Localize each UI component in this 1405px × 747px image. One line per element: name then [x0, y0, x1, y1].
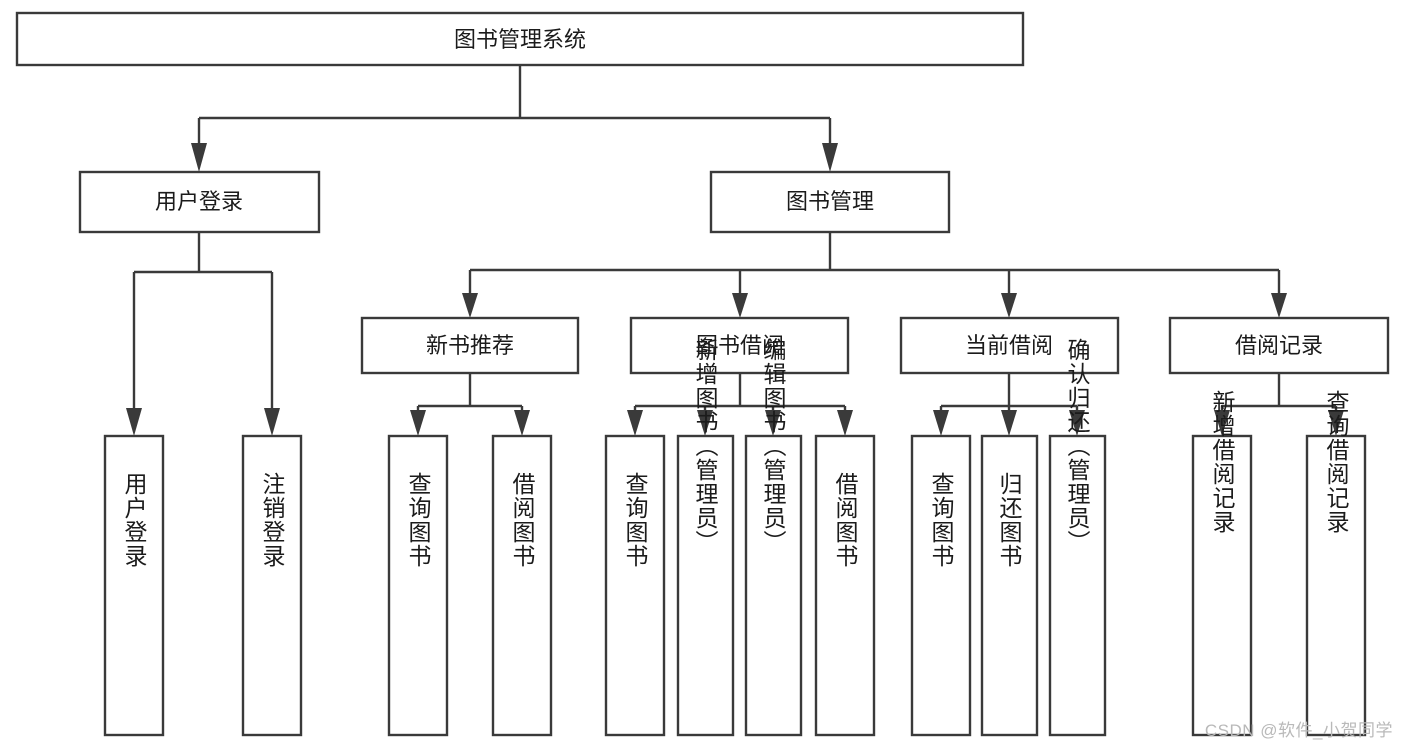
node-leaf-query-borrow-record[interactable]: 查询借阅记录	[1305, 390, 1367, 737]
node-book-borrow-box[interactable]	[629, 316, 850, 375]
arrowhead-leaf-borrow-book-1	[514, 410, 530, 436]
arrowhead-leaf-query-borrow-record	[1328, 410, 1344, 436]
arrowhead-leaf-add-borrow-record	[1214, 410, 1230, 436]
node-leaf-user-login-box[interactable]	[103, 434, 165, 737]
node-current-borrow-box[interactable]	[899, 316, 1120, 375]
node-leaf-confirm-return-admin-box[interactable]	[1048, 434, 1107, 737]
node-book-manage-box[interactable]	[709, 170, 951, 234]
arrowhead-leaf-borrow-book-2	[837, 410, 853, 436]
arrowhead-leaf-add-book-admin	[697, 410, 713, 436]
connector-layer	[126, 65, 1344, 436]
arrowhead-leaf-user-login	[126, 408, 142, 436]
node-borrow-record-box[interactable]	[1168, 316, 1390, 375]
node-leaf-add-book-admin[interactable]: 新增图书（管理员）	[676, 338, 735, 737]
arrowhead-leaf-return-book	[1001, 410, 1017, 436]
node-leaf-borrow-book-2[interactable]: 借阅图书	[814, 434, 876, 737]
node-user-login[interactable]: 用户登录	[78, 170, 321, 234]
node-leaf-query-book-3-label: 查询图书	[928, 472, 955, 568]
node-new-book-recommend-box[interactable]	[360, 316, 580, 375]
node-root[interactable]: 图书管理系统	[15, 11, 1025, 67]
node-leaf-query-book-1-box[interactable]	[387, 434, 449, 737]
node-root-box[interactable]	[15, 11, 1025, 67]
node-leaf-borrow-book-1[interactable]: 借阅图书	[491, 434, 553, 737]
node-leaf-add-book-admin-box[interactable]	[676, 434, 735, 737]
arrowhead-book-borrow	[732, 293, 748, 318]
node-borrow-record[interactable]: 借阅记录	[1168, 316, 1390, 375]
arrowhead-leaf-query-book-1	[410, 410, 426, 436]
node-book-borrow-label: 图书借阅	[696, 333, 784, 358]
node-leaf-query-borrow-record-box[interactable]	[1305, 434, 1367, 737]
node-book-manage-label: 图书管理	[786, 189, 874, 214]
node-leaf-query-book-2-label: 查询图书	[622, 472, 649, 568]
node-leaf-query-book-2[interactable]: 查询图书	[604, 434, 666, 737]
node-leaf-borrow-book-2-box[interactable]	[814, 434, 876, 737]
node-leaf-confirm-return-admin-label: 确认归还（管理员）	[1064, 338, 1091, 554]
arrowhead-borrow-record	[1271, 293, 1287, 318]
arrowhead-new-book-recommend	[462, 293, 478, 318]
node-book-manage[interactable]: 图书管理	[709, 170, 951, 234]
node-leaf-return-book[interactable]: 归还图书	[980, 434, 1039, 737]
node-user-login-box[interactable]	[78, 170, 321, 234]
node-leaf-add-borrow-record[interactable]: 新增借阅记录	[1191, 390, 1253, 737]
node-leaf-user-login-label: 用户登录	[121, 472, 148, 568]
node-leaf-user-login[interactable]: 用户登录	[103, 434, 165, 737]
node-leaf-return-book-box[interactable]	[980, 434, 1039, 737]
node-leaf-logout-login-label: 注销登录	[259, 472, 286, 568]
node-leaf-query-book-3-box[interactable]	[910, 434, 972, 737]
node-book-borrow[interactable]: 图书借阅	[629, 316, 850, 375]
arrowhead-leaf-confirm-return-admin	[1069, 410, 1085, 436]
node-user-login-label: 用户登录	[155, 189, 243, 214]
node-leaf-query-borrow-record-label: 查询借阅记录	[1323, 390, 1350, 534]
arrowhead-book-manage	[822, 143, 838, 172]
node-leaf-edit-book-admin-label: 编辑图书（管理员）	[760, 338, 787, 554]
arrowhead-leaf-query-book-2	[627, 410, 643, 436]
node-leaf-query-book-1-label: 查询图书	[405, 472, 432, 568]
arrowhead-user-login	[191, 143, 207, 172]
node-leaf-add-borrow-record-label: 新增借阅记录	[1209, 390, 1236, 534]
node-root-label: 图书管理系统	[454, 27, 586, 52]
node-leaf-logout-login[interactable]: 注销登录	[241, 434, 303, 737]
node-current-borrow[interactable]: 当前借阅	[899, 316, 1120, 375]
arrowhead-leaf-query-book-3	[933, 410, 949, 436]
node-new-book-recommend[interactable]: 新书推荐	[360, 316, 580, 375]
node-borrow-record-label: 借阅记录	[1235, 333, 1323, 358]
arrowhead-leaf-edit-book-admin	[765, 410, 781, 436]
csdn-watermark: CSDN @软件_小贺同学	[1204, 721, 1393, 740]
node-new-book-recommend-label: 新书推荐	[426, 333, 514, 358]
arrowhead-leaf-logout	[264, 408, 280, 436]
node-leaf-query-book-3[interactable]: 查询图书	[910, 434, 972, 737]
node-leaf-borrow-book-1-label: 借阅图书	[509, 472, 536, 568]
node-leaf-borrow-book-2-label: 借阅图书	[832, 472, 859, 568]
node-leaf-add-book-admin-label: 新增图书（管理员）	[692, 338, 719, 554]
arrowhead-current-borrow	[1001, 293, 1017, 318]
node-leaf-edit-book-admin-box[interactable]	[744, 434, 803, 737]
node-leaf-borrow-book-1-box[interactable]	[491, 434, 553, 737]
node-current-borrow-label: 当前借阅	[965, 333, 1053, 358]
node-leaf-query-book-2-box[interactable]	[604, 434, 666, 737]
node-leaf-logout-login-box[interactable]	[241, 434, 303, 737]
node-leaf-add-borrow-record-box[interactable]	[1191, 434, 1253, 737]
node-leaf-query-book-1[interactable]: 查询图书	[387, 434, 449, 737]
node-leaf-return-book-label: 归还图书	[996, 472, 1023, 568]
node-leaf-confirm-return-admin[interactable]: 确认归还（管理员）	[1048, 338, 1107, 737]
node-leaf-edit-book-admin[interactable]: 编辑图书（管理员）	[744, 338, 803, 737]
